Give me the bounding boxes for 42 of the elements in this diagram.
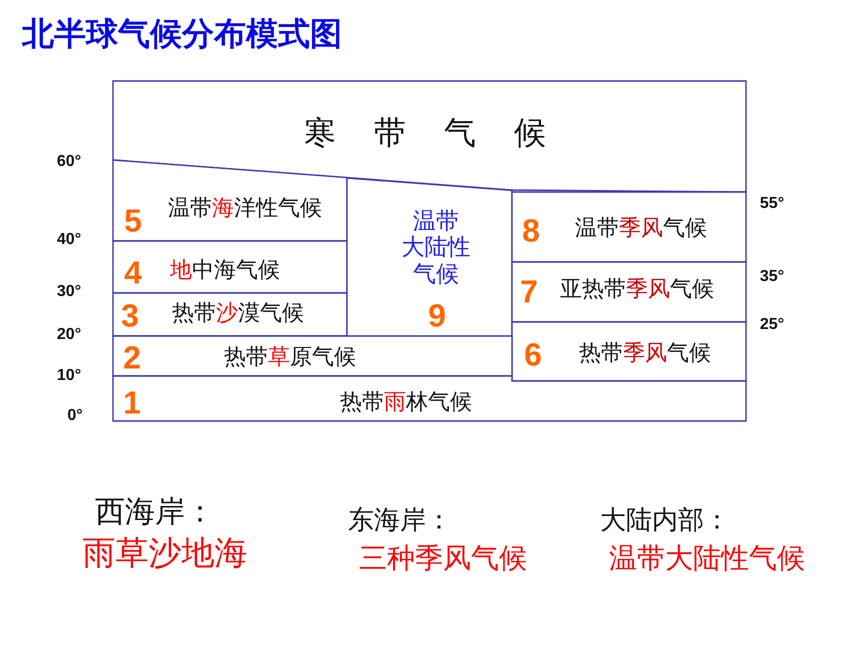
climate-zone: [511, 321, 747, 382]
climate-zone: [112, 240, 348, 294]
summary-text: 三种季风气候: [359, 544, 527, 574]
latitude-label: 20°: [56, 326, 82, 344]
zone-number: 1: [123, 385, 141, 421]
zone-number: 8: [522, 213, 540, 249]
zone-name: 温带海洋性气候: [168, 196, 322, 222]
zone-name: 温带大陆性气候: [402, 208, 470, 288]
summary-heading: 西海岸：: [95, 496, 215, 528]
climate-zone: [511, 191, 747, 263]
zone-name: 温带季风气候: [575, 216, 707, 242]
zone-number: 9: [428, 298, 446, 334]
summary-heading: 大陆内部：: [600, 506, 730, 536]
zone-number: 3: [121, 298, 139, 334]
summary-text: 温带大陆性气候: [609, 544, 805, 574]
climate-zone: [112, 335, 513, 377]
latitude-label: 10°: [56, 367, 82, 385]
climate-zone: [112, 292, 348, 337]
latitude-label: 55°: [760, 195, 784, 213]
latitude-label: 35°: [760, 268, 784, 286]
zone-number: 6: [524, 337, 542, 373]
climate-zone: [112, 375, 747, 422]
zone-name: 热带雨林气候: [340, 390, 472, 416]
climate-zone: [346, 176, 513, 337]
zone-number: 7: [520, 274, 538, 310]
zone-number: 4: [124, 255, 142, 291]
zone-name: 热带沙漠气候: [172, 302, 304, 326]
latitude-label: 30°: [56, 283, 82, 301]
zone-name: 热带季风气候: [579, 342, 711, 366]
latitude-label: 60°: [56, 153, 82, 171]
climate-zone: [511, 261, 747, 323]
summary-text: 雨草沙地海: [82, 534, 248, 572]
latitude-label: 25°: [760, 316, 784, 334]
zone-name: 亚热带季风气候: [560, 278, 714, 302]
summary-heading: 东海岸：: [348, 506, 452, 536]
zone-number: 5: [124, 203, 142, 239]
latitude-label: 40°: [56, 231, 82, 249]
zone-number: 2: [123, 340, 141, 376]
title: 北半球气候分布模式图: [22, 16, 342, 52]
zone-name: 热带草原气候: [224, 346, 356, 370]
zone-name: 地中海气候: [170, 258, 280, 284]
latitude-label: 0°: [67, 407, 83, 425]
